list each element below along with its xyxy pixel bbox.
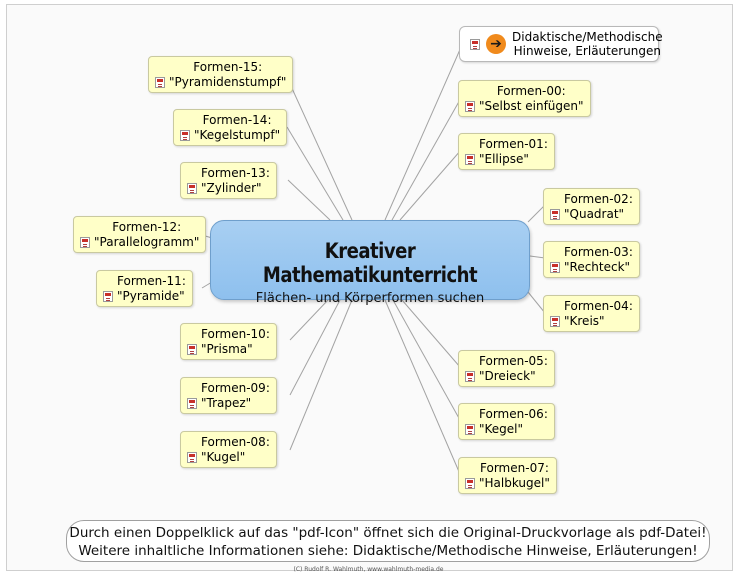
node-title: Formen-05: [479, 354, 548, 368]
node-title: Formen-11: [117, 274, 186, 288]
node-title: Formen-10: [201, 327, 270, 341]
node-formen-00[interactable]: Formen-00: "Selbst einfügen" [458, 80, 591, 117]
node-label: "Halbkugel" [479, 476, 550, 490]
node-title: Formen-13: [201, 166, 270, 180]
node-formen-06[interactable]: Formen-06: "Kegel" [458, 403, 555, 440]
node-title: Formen-08: [201, 435, 270, 449]
pdf-icon[interactable] [465, 154, 475, 165]
node-formen-10[interactable]: Formen-10: "Prisma" [180, 323, 277, 360]
node-title: Formen-07: [480, 461, 549, 475]
pdf-icon[interactable] [465, 101, 475, 112]
node-formen-01[interactable]: Formen-01: "Ellipse" [458, 133, 555, 170]
node-formen-13[interactable]: Formen-13: "Zylinder" [180, 162, 277, 199]
node-label: "Pyramide" [117, 289, 185, 303]
node-title: Formen-12: [112, 220, 182, 234]
node-label: "Selbst einfügen" [479, 99, 584, 113]
node-title: Formen-15: [193, 60, 263, 74]
node-label: "Kugel" [201, 450, 246, 464]
node-formen-14[interactable]: Formen-14: "Kegelstumpf" [173, 109, 288, 146]
pdf-icon[interactable] [187, 398, 197, 409]
pdf-icon[interactable] [465, 478, 475, 489]
pdf-icon[interactable] [550, 262, 560, 273]
node-label: "Prisma" [201, 342, 253, 356]
pdf-icon[interactable] [103, 291, 113, 302]
node-label: "Parallelogramm" [94, 235, 200, 249]
node-formen-11[interactable]: Formen-11: "Pyramide" [96, 270, 193, 307]
pdf-icon[interactable] [470, 38, 480, 50]
node-label: "Pyramidenstumpf" [169, 75, 287, 89]
copyright-credit: (C) Rudolf R. Wahlmuth, www.wahlmuth-med… [293, 566, 444, 573]
central-topic[interactable]: Kreativer Mathematikunterricht Flächen- … [210, 220, 530, 306]
node-label: "Rechteck" [564, 260, 631, 274]
arrow-right-icon[interactable]: ➔ [486, 34, 506, 54]
node-label: "Quadrat" [564, 207, 625, 221]
node-label: "Kreis" [564, 314, 605, 328]
node-formen-03[interactable]: Formen-03: "Rechteck" [543, 241, 640, 278]
node-title: Formen-04: [564, 299, 633, 313]
pdf-icon[interactable] [550, 316, 560, 327]
node-label: "Ellipse" [479, 152, 529, 166]
node-formen-15[interactable]: Formen-15: "Pyramidenstumpf" [148, 56, 294, 93]
pdf-icon[interactable] [187, 452, 197, 463]
node-formen-08[interactable]: Formen-08: "Kugel" [180, 431, 277, 468]
node-title: Formen-00: [496, 84, 566, 98]
node-title: Formen-06: [479, 407, 548, 421]
pdf-icon[interactable] [180, 130, 190, 141]
central-topic-subtitle: Flächen- und Körperformen suchen [255, 291, 485, 306]
node-title: Formen-01: [479, 137, 548, 151]
node-formen-02[interactable]: Formen-02: "Quadrat" [543, 188, 640, 225]
pdf-icon[interactable] [465, 371, 475, 382]
node-formen-09[interactable]: Formen-09: "Trapez" [180, 377, 277, 414]
node-label: "Kegelstumpf" [194, 128, 281, 142]
pdf-icon[interactable] [155, 77, 165, 88]
node-formen-12[interactable]: Formen-12: "Parallelogramm" [73, 216, 207, 253]
node-label: "Dreieck" [479, 369, 536, 383]
node-title: Formen-14: [202, 113, 272, 127]
pdf-icon[interactable] [187, 183, 197, 194]
footer-note: Durch einen Doppelklick auf das "pdf-Ico… [66, 520, 710, 562]
footer-line-1: Durch einen Doppelklick auf das "pdf-Ico… [69, 525, 707, 541]
pdf-icon[interactable] [80, 237, 90, 248]
node-title: Formen-09: [201, 381, 270, 395]
node-formen-05[interactable]: Formen-05: "Dreieck" [458, 350, 555, 387]
node-title: Formen-02: [564, 192, 633, 206]
pdf-icon[interactable] [187, 344, 197, 355]
pdf-icon[interactable] [550, 209, 560, 220]
node-label: "Zylinder" [201, 181, 262, 195]
node-label: "Kegel" [479, 422, 524, 436]
node-formen-07[interactable]: Formen-07: "Halbkugel" [458, 457, 557, 494]
footer-line-2: Weitere inhaltliche Informationen siehe:… [78, 543, 698, 559]
node-label: "Trapez" [201, 396, 252, 410]
central-topic-title: Kreativer Mathematikunterricht [262, 239, 478, 287]
node-formen-04[interactable]: Formen-04: "Kreis" [543, 295, 640, 332]
pdf-icon[interactable] [465, 424, 475, 435]
node-title: Formen-03: [564, 245, 633, 259]
